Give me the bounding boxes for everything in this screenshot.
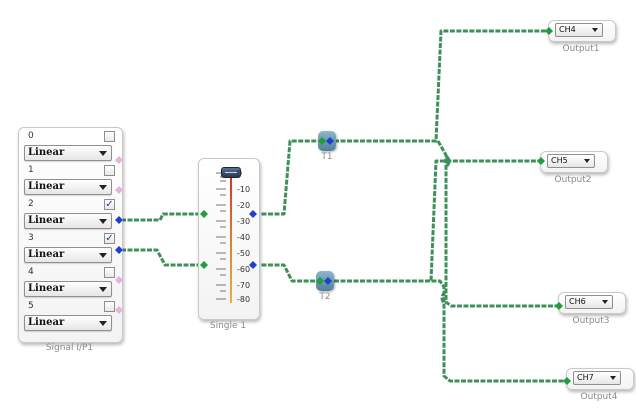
single-input-port-1 — [200, 210, 208, 218]
output-3-channel-select[interactable]: CH6 — [565, 295, 613, 309]
scale-label: -50 — [237, 249, 251, 258]
wire-single-to-t1 — [255, 139, 322, 216]
chevron-down-icon — [610, 376, 616, 380]
scale-label: -30 — [237, 217, 251, 226]
chevron-down-icon — [99, 287, 107, 292]
junction-t1-label: T1 — [321, 152, 333, 162]
channel-number: 3 — [28, 233, 34, 243]
mode-label: Linear — [28, 181, 65, 192]
channel-4-mode-select[interactable]: Linear — [24, 281, 112, 297]
wire-t2-to-output4 — [334, 279, 567, 383]
chevron-down-icon — [99, 321, 107, 326]
output-2-port — [537, 157, 545, 165]
channel-5-checkbox[interactable] — [104, 301, 115, 312]
channel-2-header: 2 ✓ — [25, 199, 115, 213]
single-fader-panel[interactable]: 0 -10 -20 -30 -40 -50 -60 -70 -80 — [198, 158, 260, 320]
channel-label: CH4 — [559, 25, 576, 34]
channel-label: CH6 — [569, 297, 586, 306]
scale-label: -80 — [237, 295, 251, 304]
junction-t2[interactable] — [316, 271, 334, 291]
wire-t2-to-output2 — [334, 159, 540, 283]
mode-label: Linear — [28, 249, 65, 260]
wire-single-to-t2 — [255, 263, 321, 283]
channel-2-mode-select[interactable]: Linear — [24, 213, 112, 229]
output-4-caption: Output4 — [580, 392, 618, 402]
single-ports — [200, 210, 257, 269]
output-2-node[interactable]: CH5 — [540, 151, 608, 173]
mode-label: Linear — [28, 283, 65, 294]
channel-1-checkbox[interactable] — [104, 165, 115, 176]
channel-4-checkbox[interactable] — [104, 267, 115, 278]
signal-input-panel[interactable]: 0 Linear 1 Linear 2 ✓ Linear 3 ✓ Linear … — [18, 127, 123, 343]
mode-label: Linear — [28, 215, 65, 226]
channel-0-mode-select[interactable]: Linear — [24, 145, 112, 161]
output-1-node[interactable]: CH4 — [548, 20, 616, 42]
channel-1-header: 1 — [25, 165, 115, 179]
port-ch0-unused — [115, 156, 123, 164]
scale-label: -60 — [237, 265, 251, 274]
output-4-port — [563, 377, 571, 385]
wire-t1-to-output1 — [334, 29, 549, 143]
junction-t1[interactable] — [318, 131, 336, 151]
mode-label: Linear — [28, 147, 65, 158]
channel-number: 4 — [28, 267, 34, 277]
scale-label: -70 — [237, 281, 251, 290]
junction-t2-label: T2 — [319, 292, 331, 302]
output-4-channel-select[interactable]: CH7 — [573, 371, 621, 385]
output-4-node[interactable]: CH7 — [566, 368, 634, 390]
wire-ch3-to-single — [121, 248, 204, 267]
scale-label: 0 — [237, 169, 243, 178]
port-ch1-unused — [115, 186, 123, 194]
chevron-down-icon — [99, 219, 107, 224]
channel-1-mode-select[interactable]: Linear — [24, 179, 112, 195]
output-1-channel-select[interactable]: CH4 — [555, 23, 603, 37]
channel-3-header: 3 ✓ — [25, 233, 115, 247]
output-3-node[interactable]: CH6 — [558, 292, 626, 314]
channel-5-mode-select[interactable]: Linear — [24, 315, 112, 331]
channel-number: 1 — [28, 165, 34, 175]
single-caption: Single 1 — [209, 321, 247, 331]
channel-3-checkbox[interactable]: ✓ — [104, 233, 115, 244]
output-3-caption: Output3 — [572, 316, 610, 326]
channel-label: CH7 — [577, 373, 594, 382]
chevron-down-icon — [592, 28, 598, 32]
signal-output-ports — [115, 156, 123, 314]
channel-3-mode-select[interactable]: Linear — [24, 247, 112, 263]
channel-label: CH5 — [551, 156, 568, 165]
output-1-caption: Output1 — [562, 44, 600, 54]
output-3-port — [555, 302, 563, 310]
channel-2-checkbox[interactable]: ✓ — [104, 199, 115, 210]
channel-0-checkbox[interactable] — [104, 131, 115, 142]
output-2-caption: Output2 — [554, 175, 592, 185]
channel-5-header: 5 — [25, 301, 115, 315]
single-output-port-1 — [249, 210, 257, 218]
channel-number: 2 — [28, 199, 34, 209]
wire-ch2-to-single — [121, 212, 204, 222]
port-ch2-output — [115, 216, 123, 224]
mode-label: Linear — [28, 317, 65, 328]
port-ch3-output — [115, 246, 123, 254]
scale-label: -10 — [237, 185, 251, 194]
chevron-down-icon — [99, 151, 107, 156]
chevron-down-icon — [99, 253, 107, 258]
scale-label: -20 — [237, 201, 251, 210]
signal-panel-caption: Signal I/P1 — [45, 343, 94, 353]
single-output-port-2 — [249, 261, 257, 269]
channel-4-header: 4 — [25, 267, 115, 281]
output-2-channel-select[interactable]: CH5 — [547, 154, 595, 168]
channel-0-header: 0 — [25, 131, 115, 145]
fader-knob[interactable] — [221, 167, 241, 178]
channel-number: 0 — [28, 131, 34, 141]
single-input-port-2 — [200, 261, 208, 269]
wire-t1-to-output3 — [334, 139, 558, 308]
port-ch4-unused — [115, 276, 123, 284]
channel-number: 5 — [28, 301, 34, 311]
chevron-down-icon — [602, 300, 608, 304]
output-1-port — [545, 27, 553, 35]
chevron-down-icon — [584, 159, 590, 163]
chevron-down-icon — [99, 185, 107, 190]
scale-label: -40 — [237, 233, 251, 242]
port-ch5-unused — [115, 306, 123, 314]
